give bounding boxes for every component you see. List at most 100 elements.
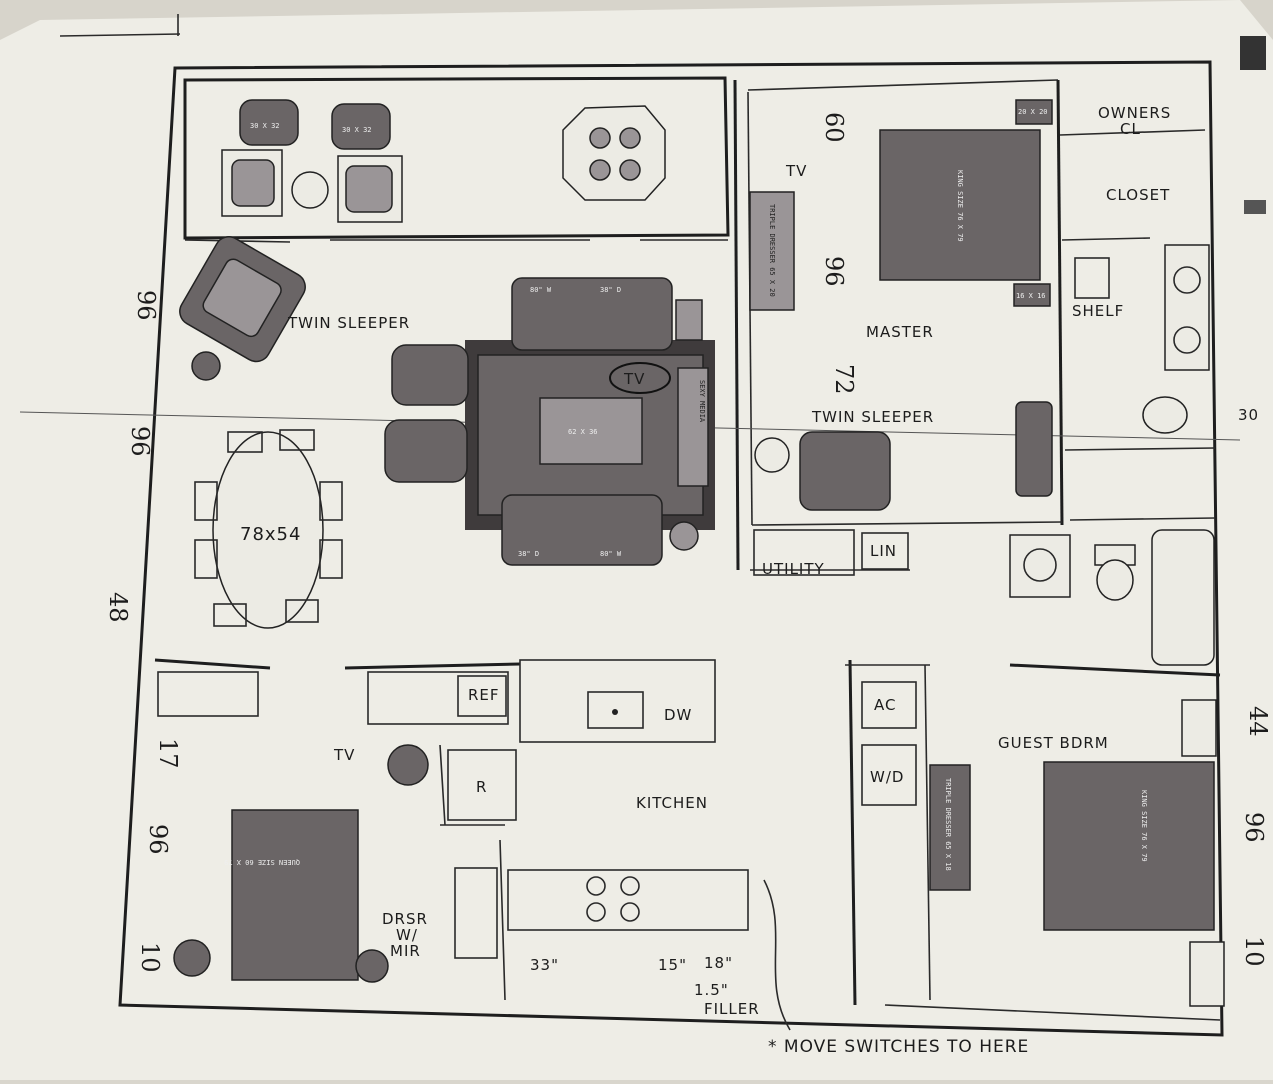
side-table	[291, 171, 329, 209]
sofa-top-width: 80" W	[530, 286, 552, 294]
dim-10-r: 10	[1240, 936, 1268, 967]
dresser-with-mirror	[454, 867, 498, 959]
sofa-bottom-depth: 38" D	[518, 550, 539, 558]
triple-dresser-master: TRIPLE DRESSER 65 X 20	[749, 191, 795, 311]
dim-44: 44	[1244, 706, 1272, 737]
ac-closet	[861, 681, 917, 729]
master-dresser-size: TRIPLE DRESSER 65 X 20	[768, 204, 776, 297]
dim-96-a: 96	[132, 290, 160, 321]
triple-dresser-guest: TRIPLE DRESSER 65 X 18	[929, 764, 971, 891]
sofa-top-depth: 38" D	[600, 286, 621, 294]
chair-a-size: 30 X 32	[250, 122, 280, 130]
shelf-unit	[1074, 257, 1110, 299]
end-table-sofa-top	[675, 299, 703, 341]
utility-closet	[753, 529, 855, 576]
cooktop	[586, 876, 640, 922]
coffee-table-size: 62 X 36	[568, 428, 598, 436]
hall-bath-sink	[1009, 534, 1071, 598]
nightstand-b-size: 16 X 16	[1016, 292, 1046, 300]
wd-label: W/D	[870, 768, 904, 786]
end-table-sofa-bottom	[669, 521, 699, 551]
room-label-guest: GUEST BDRM	[998, 734, 1109, 752]
outer-wall	[118, 60, 1224, 1037]
lounge-chair-b: 30 X 32	[331, 103, 391, 150]
accent-chair-a	[391, 344, 469, 406]
lounge-chair-a: 30 X 32	[239, 99, 299, 146]
page-edge-mark-2	[1244, 200, 1266, 214]
accent-chair-b	[384, 419, 468, 483]
dim-60: 60	[820, 112, 848, 143]
closet-label: CLOSET	[1106, 186, 1170, 204]
queen-bed-size: QUEEN SIZE 60 X 79	[224, 858, 300, 866]
double-vanity-master	[1164, 244, 1210, 371]
ac-label: AC	[874, 696, 896, 714]
queen-bed: QUEEN SIZE 60 X 79	[224, 809, 359, 981]
sofa-top: 80" W 38" D	[511, 277, 673, 351]
guest-bed-size: KING SIZE 76 X 79	[1140, 790, 1148, 862]
end-table-living	[191, 351, 221, 381]
owners-closet-label-cl: CL	[1120, 120, 1141, 138]
sofa-bottom-width: 80" W	[600, 550, 622, 558]
dim-96-m: 96	[820, 256, 848, 287]
dim-72: 72	[830, 364, 858, 395]
dresser-label-3: MIR	[390, 942, 421, 960]
room-label-kitchen: KITCHEN	[636, 794, 708, 812]
nightstand-guest-b	[1189, 941, 1225, 1007]
kitchen-counter-lower	[507, 869, 749, 931]
bedroom-accent-chair	[387, 744, 429, 786]
toilet-master	[1142, 396, 1188, 434]
kitchen-sink	[587, 691, 644, 729]
dishwasher-label: DW	[664, 706, 692, 724]
switch-arrow	[763, 879, 791, 1031]
shelf-label: SHELF	[1072, 302, 1124, 320]
filler-label: FILLER	[704, 1000, 760, 1018]
master-bed-size: KING SIZE 76 X 79	[956, 170, 964, 242]
dining-table-size: 78x54	[240, 524, 301, 545]
sofa-bottom: 38" D 80" W	[501, 494, 663, 566]
master-king-bed: KING SIZE 76 X 79	[879, 129, 1041, 281]
coffee-table: 62 X 36	[539, 397, 643, 465]
linen-label: LIN	[870, 542, 897, 560]
chair-b-size: 30 X 32	[342, 126, 372, 134]
kitchen-island	[519, 659, 716, 743]
guest-king-bed: KING SIZE 76 X 79	[1043, 761, 1215, 931]
tv-label-living: TV	[623, 370, 645, 388]
tv-circle-living	[609, 362, 671, 394]
dim-15: 15"	[658, 956, 687, 974]
dining-nook-wall	[183, 76, 730, 240]
utility-label: UTILITY	[762, 560, 825, 578]
nightstand-a-size: 20 X 20	[1018, 108, 1048, 116]
dresser-label-1: DRSR	[382, 910, 428, 928]
nightstand-queen-a	[173, 939, 211, 977]
oval-dining-table	[194, 429, 343, 629]
twin-sleeper-chair-master	[799, 431, 891, 511]
nightstand-master-a	[1015, 99, 1053, 125]
square-dining-table	[562, 105, 666, 201]
end-table-master	[754, 437, 790, 473]
nightstand-guest-a	[1181, 699, 1217, 757]
guest-dresser-size: TRIPLE DRESSER 65 X 18	[944, 778, 952, 871]
ref-label: REF	[468, 686, 500, 704]
dim-10: 10	[136, 942, 164, 973]
linen-closet	[861, 532, 909, 570]
dim-96-c: 96	[144, 824, 172, 855]
master-east-wall	[1056, 79, 1064, 526]
move-switches-note: * MOVE SWITCHES TO HERE	[768, 1037, 1029, 1057]
dim-48: 48	[104, 592, 132, 623]
media-unit-text: SEXY MEDIA	[698, 380, 706, 423]
hall-bath-toilet	[1096, 559, 1134, 601]
tv-label-master: TV	[785, 162, 807, 180]
dim-96-r: 96	[1240, 812, 1268, 843]
bathtub	[1151, 529, 1215, 666]
owners-closet-label: OWNERS	[1098, 104, 1171, 122]
dim-96-b: 96	[126, 426, 154, 457]
twin-sleeper-label-master: TWIN SLEEPER	[811, 408, 934, 426]
master-west-wall	[733, 79, 740, 571]
room-label-master: MASTER	[866, 323, 934, 341]
guest-west-wall	[848, 659, 857, 1006]
filler-dim: 1.5"	[694, 981, 729, 999]
kitchen-counter-upper	[367, 671, 509, 725]
dim-17: 17	[154, 738, 182, 769]
